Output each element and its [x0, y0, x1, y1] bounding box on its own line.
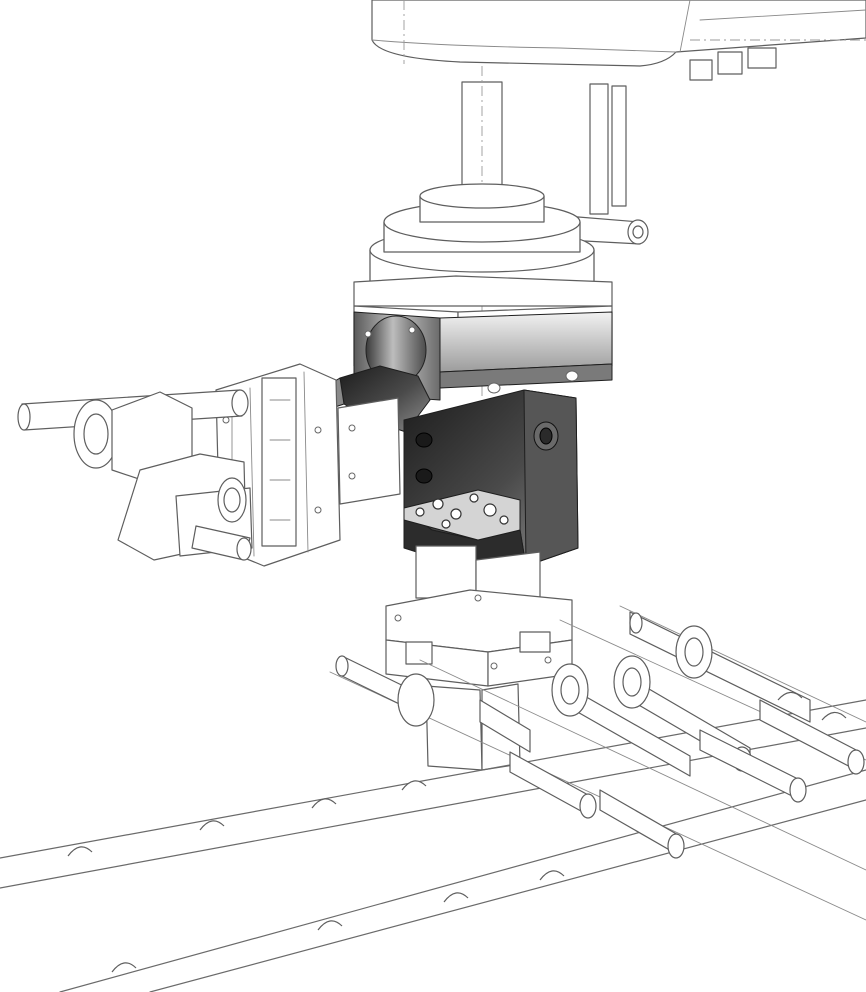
- lower-grip-module: [385, 545, 573, 771]
- left-horizontal-rods: [17, 389, 253, 561]
- robot-arm-housing: [371, 0, 866, 81]
- rack-tubes: [335, 611, 865, 859]
- left-gripper-assembly: [215, 363, 401, 567]
